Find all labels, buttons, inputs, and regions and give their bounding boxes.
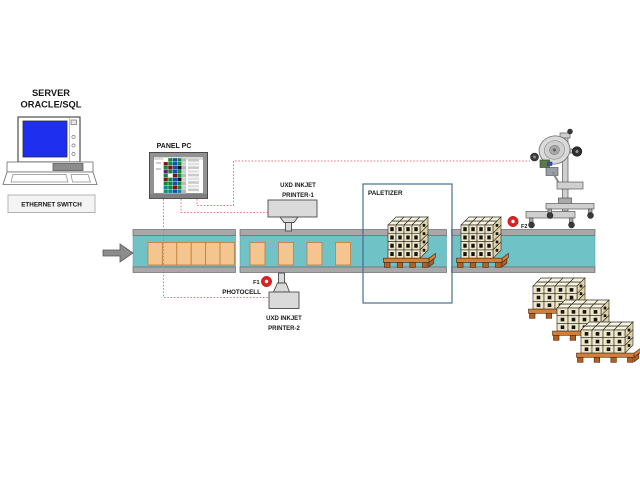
photocell-flag-label: F1 [253,280,259,286]
signal-lines [163,160,530,298]
labeler-flag: F2 [507,216,527,230]
inkjet-printer-2-icon [268,272,300,309]
labeler-flag-label: F2 [521,224,527,230]
paletizer-label: PALETIZER [368,190,403,197]
ethernet-switch-label: ETHERNET SWITCH [21,202,82,209]
ethernet-switch: ETHERNET SWITCH [7,194,96,213]
printer1-label-line1: UXD INKJET [280,183,316,189]
signal-line-printer1 [180,199,268,213]
cartons-spaced [249,242,351,266]
labeler-machine-icon [525,128,595,229]
panel-pc-icon [149,152,208,199]
server-title-line2: ORACLE/SQL [21,100,82,110]
signal-line-labeler [196,160,530,206]
inkjet-printer-1-icon [267,199,318,232]
printer2-label-line2: PRINTER-2 [268,326,300,332]
pallet-stack [576,321,640,363]
labeler-casters [528,208,594,229]
server-title-line1: SERVER [32,88,70,98]
pallet-stacks [383,216,640,363]
signal-line-printer2 [163,199,269,298]
panel-pc-label: PANEL PC [157,143,192,150]
printer1-label-line2: PRINTER-1 [282,193,314,199]
pallet-stack [528,277,593,319]
pallet-stack [456,216,509,268]
server-computer-icon [2,116,98,185]
pallet-stack [383,216,436,268]
flow-arrow [102,243,134,263]
printer2-label-line1: UXD INKJET [266,316,302,322]
paletizer-zone: PALETIZER [362,183,453,304]
photocell-flag: F1 PHOTOCELL [222,276,272,296]
photocell-label: PHOTOCELL [222,289,261,296]
cartons-packed [147,242,235,266]
